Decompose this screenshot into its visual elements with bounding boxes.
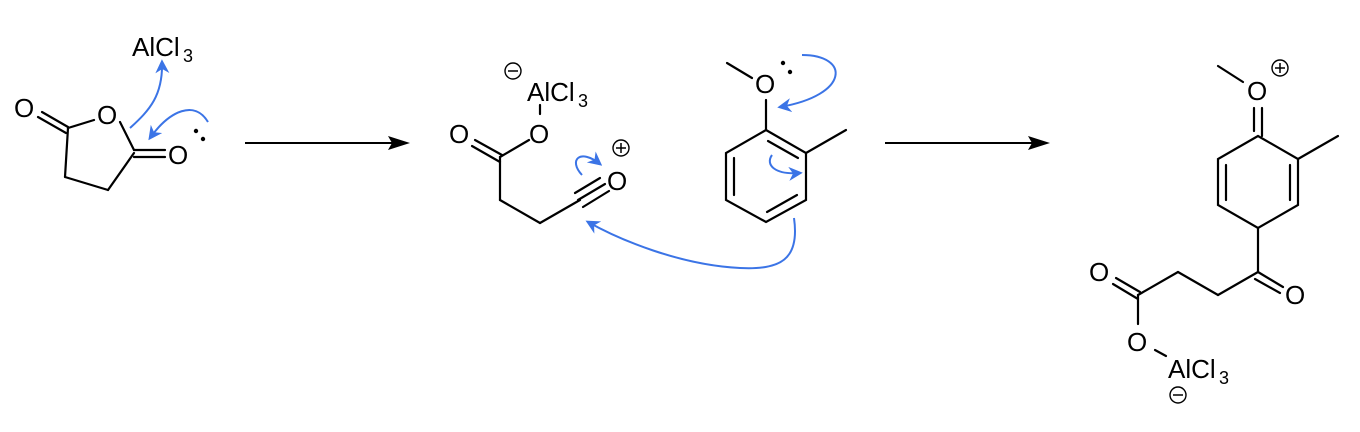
curly-arrow-to-carbonyl <box>148 109 209 141</box>
reaction-arrow-1 <box>245 136 410 150</box>
reaction-arrow-2 <box>885 136 1050 150</box>
curly-arrow-attack-acylium <box>585 217 796 270</box>
svg-text:3: 3 <box>1219 368 1229 388</box>
curly-arrow-lone-pair <box>575 151 603 176</box>
svg-text:O: O <box>449 119 469 149</box>
svg-text:O: O <box>1285 280 1305 310</box>
2-methylanisole: O <box>585 54 848 270</box>
svg-text:O: O <box>1089 257 1109 287</box>
svg-text:O: O <box>755 69 775 99</box>
curly-arrow-to-alcl3 <box>129 59 170 129</box>
oxygen-ring: O <box>97 100 117 130</box>
svg-text:3: 3 <box>183 46 193 66</box>
svg-text:O: O <box>529 119 549 149</box>
alcl3-label: AlCl <box>132 32 180 62</box>
svg-text:O: O <box>1127 327 1147 357</box>
succinic-anhydride: AlCl 3 O O O <box>14 32 209 192</box>
svg-text:O: O <box>1247 76 1267 106</box>
curly-arrow-methoxy <box>777 54 837 113</box>
acylium-intermediate: AlCl 3 O O O <box>449 62 630 225</box>
oxygen-right: O <box>168 140 188 170</box>
product-oxocarbenium: O O O O AlCl 3 <box>1089 59 1340 404</box>
svg-text:AlCl: AlCl <box>527 77 575 107</box>
svg-text:O: O <box>607 166 627 196</box>
svg-text:AlCl: AlCl <box>1168 354 1216 384</box>
oxygen-left: O <box>14 93 34 123</box>
curly-arrow-ring-pi <box>768 154 803 181</box>
svg-text:3: 3 <box>578 91 588 111</box>
